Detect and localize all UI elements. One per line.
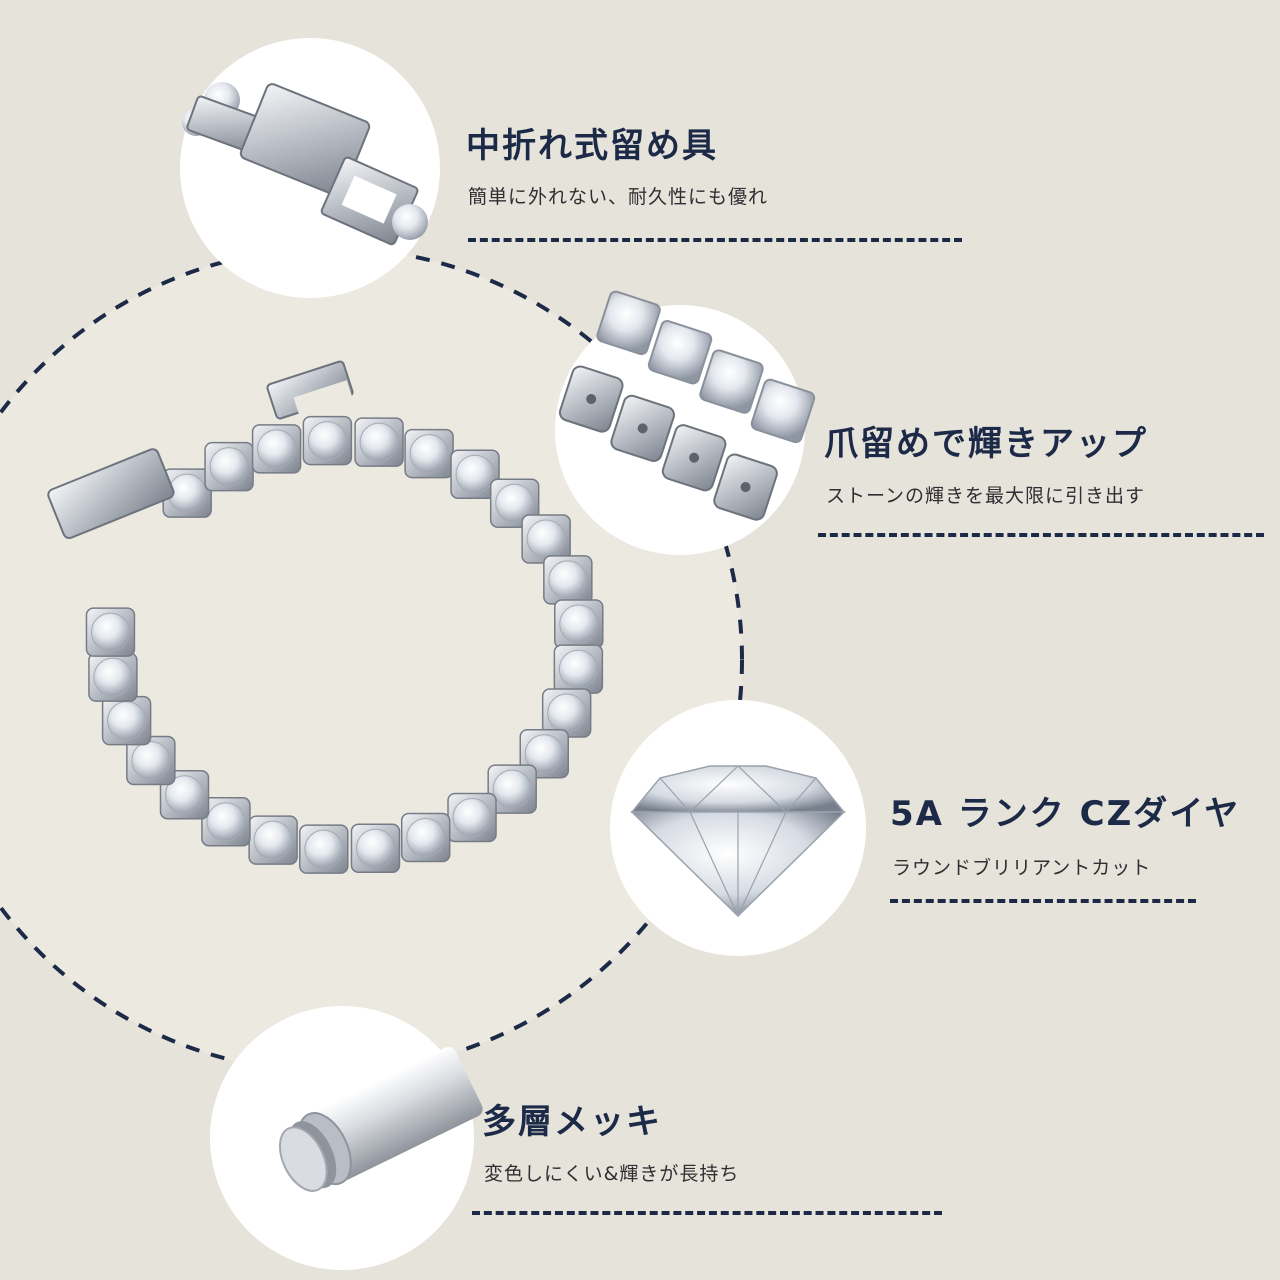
bracelet-stone [526,519,566,559]
tennis-bracelet-image [47,360,604,874]
bracelet-stone [559,604,599,644]
plated-pin-icon [278,1046,483,1192]
feature-title-clasp: 中折れ式留め具 [466,126,718,166]
bracelet-stone [165,775,205,815]
bracelet-stone [524,734,564,774]
bracelet-stone [209,447,249,487]
feature-divider-cz [890,899,1196,903]
folding-clasp-icon [182,82,428,246]
main-dashed-circle [0,246,744,1074]
bracelet-stone [452,797,492,837]
feature-title-plating: 多層メッキ [482,1102,662,1142]
feature-subtitle-clasp: 簡単に外れない、耐久性にも優れ [468,186,769,208]
clasp-bubble [180,38,440,298]
bracelet-stone [359,422,399,462]
feature-subtitle-prong: ストーンの輝きを最大限に引き出す [826,485,1146,507]
bracelet-stone [304,829,344,869]
bracelet-stone [355,828,395,868]
plating-bubble [210,1006,483,1270]
bracelet-stone [131,741,171,781]
feature-divider-clasp [468,238,962,242]
feature-divider-prong [818,533,1264,537]
bracelet-stone [492,769,532,809]
feature-divider-plating [472,1211,942,1215]
bracelet-stone [406,818,446,858]
feature-title-cz: 5A ランク CZダイヤ [890,794,1241,834]
feature-subtitle-plating: 変色しにくい&輝きが長持ち [484,1163,740,1185]
bracelet-stone [409,434,449,474]
bracelet-stone [206,802,246,842]
bracelet-stone [495,483,535,523]
prong-setting-icon [558,290,816,521]
diamond-bubble [610,700,866,956]
bracelet-stone [253,820,293,860]
prong-bubble [555,290,816,555]
bracelet-stone [93,657,133,697]
bracelet-stone [107,701,147,741]
bracelet-stone [90,612,130,652]
feature-subtitle-cz: ラウンドブリリアントカット [892,857,1152,879]
bracelet-stone [307,421,347,461]
bracelet-stone [558,649,598,689]
bracelet-stone [257,429,297,469]
bracelet-clasp [47,360,354,540]
bracelet-stone [547,693,587,733]
bracelet-stone [548,560,588,600]
feature-title-prong: 爪留めで輝きアップ [824,424,1148,464]
bracelet-stone [455,454,495,494]
round-diamond-icon [630,765,846,918]
